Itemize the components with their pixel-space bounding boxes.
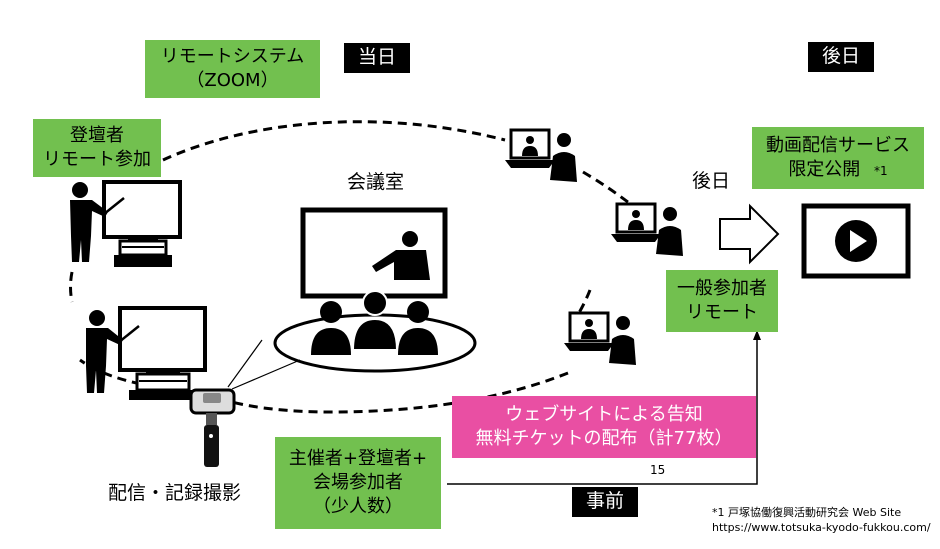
meeting-audience-icon (273, 207, 477, 373)
presenter-remote-line-1: 登壇者 (70, 124, 124, 146)
presenter-remote-label: 登壇者 リモート参加 (33, 119, 161, 177)
video-service-label: 動画配信サービス 限定公開 *1 (752, 127, 924, 189)
general-remote-line-1: 一般参加者 (677, 277, 767, 299)
number-15: 15 (650, 463, 666, 477)
onsite-line-2: 会場参加者 (313, 471, 403, 493)
website-notice-line-1: ウェブサイトによる告知 (505, 403, 703, 425)
hollow-right-arrow-icon (719, 203, 780, 265)
laptop-viewer-icon (611, 202, 683, 256)
laptop-viewer-icon (505, 128, 577, 182)
later-header-text: 後日 (821, 45, 860, 68)
in-advance-text: 事前 (585, 490, 624, 513)
general-remote-label: 一般参加者 リモート (666, 270, 778, 332)
footnote-title: *1 戸塚協働復興活動研究会 Web Site (712, 506, 902, 519)
website-notice-line-2: 無料チケットの配布（計77枚） (475, 428, 733, 449)
onsite-line-1: 主催者+登壇者+ (288, 447, 428, 469)
day-of-tag: 当日 (344, 43, 410, 73)
onsite-line-3: （少人数） (313, 496, 403, 518)
gimbal-camera-icon (189, 339, 301, 467)
later-arrow-label: 後日 (692, 170, 731, 192)
footnote-url: https://www.totsuka-kyodo-fukkou.com/ (712, 521, 931, 534)
video-service-note: *1 (874, 164, 888, 178)
laptop-viewer-icon (564, 311, 636, 365)
general-remote-line-2: リモート (686, 302, 758, 323)
meeting-room-label: 会議室 (347, 171, 405, 193)
video-service-line-1: 動画配信サービス (766, 134, 910, 156)
video-service-line-2: 限定公開 (788, 159, 861, 180)
dashed-connection-loop (69, 120, 633, 414)
website-notice-label: ウェブサイトによる告知 無料チケットの配布（計77枚） (452, 396, 756, 458)
remote-system-line-2: （ZOOM） (186, 70, 279, 91)
onsite-participants-label: 主催者+登壇者+ 会場参加者 （少人数） (275, 437, 441, 529)
presenter-remote-line-2: リモート参加 (43, 149, 151, 170)
presenter-at-screen-icon (70, 180, 182, 267)
recording-label: 配信・記録撮影 (108, 482, 242, 504)
presenter-at-screen-icon (86, 306, 207, 400)
in-advance-tag: 事前 (572, 487, 638, 517)
day-of-text: 当日 (357, 46, 396, 69)
video-play-icon (801, 203, 911, 279)
remote-system-line-1: リモートシステム (160, 45, 305, 67)
connector-line (447, 330, 761, 485)
remote-system-label: リモートシステム （ZOOM） (145, 40, 320, 98)
later-header-tag: 後日 (808, 42, 874, 72)
video-service-line-2-wrap: 限定公開 *1 (788, 158, 887, 182)
